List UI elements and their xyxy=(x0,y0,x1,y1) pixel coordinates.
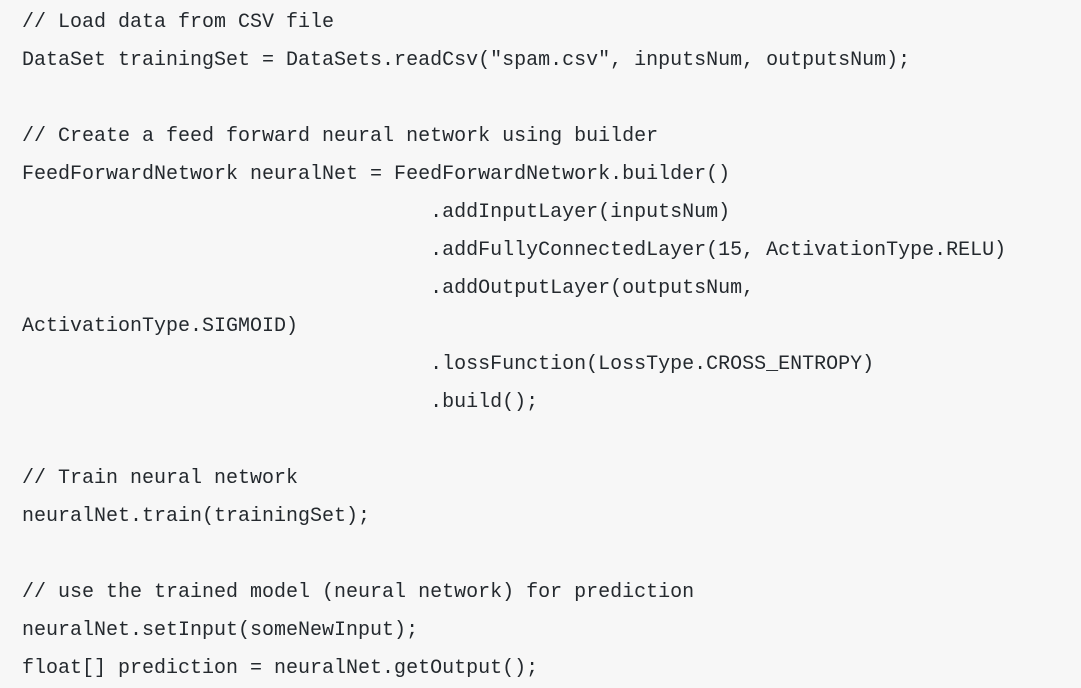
code-line: .addOutputLayer(outputsNum, xyxy=(22,277,755,300)
code-line: // Train neural network xyxy=(22,467,299,490)
code-line: DataSet trainingSet = DataSets.readCsv("… xyxy=(22,49,911,72)
code-line: neuralNet.setInput(someNewInput); xyxy=(22,619,419,642)
code-line: .build(); xyxy=(22,391,539,414)
code-line: float[] prediction = neuralNet.getOutput… xyxy=(22,657,539,680)
code-line: FeedForwardNetwork neuralNet = FeedForwa… xyxy=(22,163,731,186)
code-line: // Load data from CSV file xyxy=(22,11,335,34)
code-line: neuralNet.train(trainingSet); xyxy=(22,505,371,528)
code-line: // use the trained model (neural network… xyxy=(22,581,695,604)
code-line: ActivationType.SIGMOID) xyxy=(22,315,299,338)
code-line-blank xyxy=(22,80,1081,118)
code-line-blank xyxy=(22,422,1081,460)
code-line: .addInputLayer(inputsNum) xyxy=(22,201,731,224)
code-line-blank xyxy=(22,536,1081,574)
code-line: .addFullyConnectedLayer(15, ActivationTy… xyxy=(22,239,1007,262)
code-line: .lossFunction(LossType.CROSS_ENTROPY) xyxy=(22,353,875,376)
code-line: // Create a feed forward neural network … xyxy=(22,125,659,148)
